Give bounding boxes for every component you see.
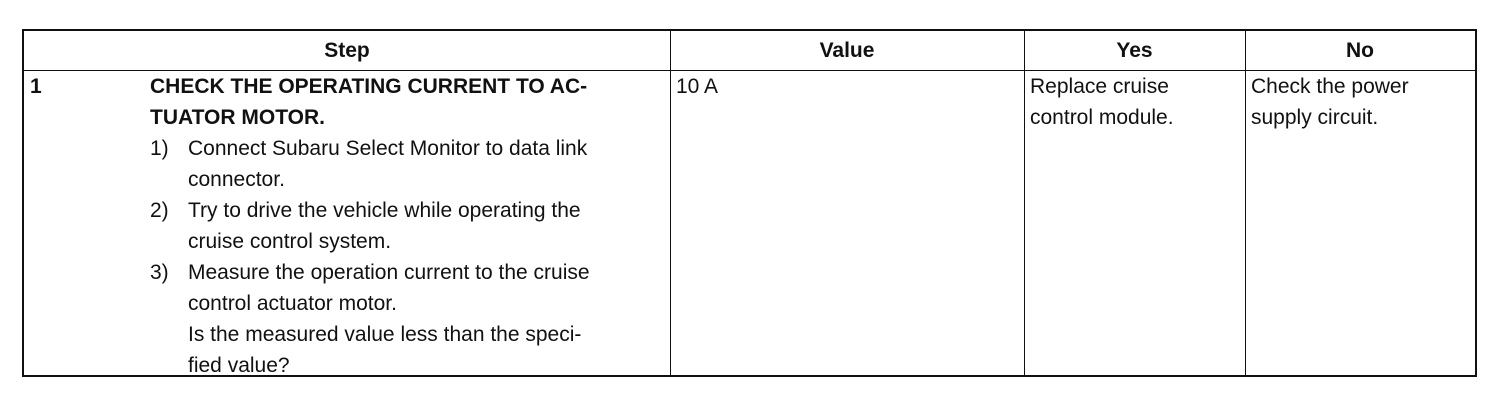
instruction-item: 2) Try to drive the vehicle while operat… [150, 195, 670, 257]
instruction-text: cruise control system. [188, 230, 392, 253]
header-divider [24, 70, 1475, 71]
column-divider [670, 31, 671, 375]
instruction-item: 1) Connect Subaru Select Monitor to data… [150, 133, 670, 195]
column-divider [1245, 31, 1246, 375]
instruction-list: 1) Connect Subaru Select Monitor to data… [150, 133, 670, 319]
step-title-line: TUATOR MOTOR. [150, 106, 325, 129]
step-title: CHECK THE OPERATING CURRENT TO AC- TUATO… [150, 71, 670, 133]
yes-line: control module. [1030, 106, 1174, 129]
step-question: Is the measured value less than the spec… [188, 319, 678, 381]
diagnostic-table: Step Value Yes No 1 CHECK THE OPERATING … [22, 29, 1477, 377]
question-line: fied value? [188, 354, 290, 377]
instruction-text: Connect Subaru Select Monitor to data li… [188, 137, 588, 160]
no-cell: Check the power supply circuit. [1251, 71, 1471, 133]
value-cell: 10 A [676, 75, 719, 98]
instruction-number: 2) [150, 199, 169, 222]
instruction-text: control actuator motor. [188, 292, 397, 315]
instruction-number: 3) [150, 261, 169, 284]
instruction-text: Measure the operation current to the cru… [188, 261, 590, 284]
instruction-number: 1) [150, 137, 169, 160]
no-line: supply circuit. [1251, 106, 1379, 129]
instruction-item: 3) Measure the operation current to the … [150, 257, 670, 319]
header-no: No [1346, 39, 1374, 62]
instruction-text: connector. [188, 168, 285, 191]
header-yes: Yes [1116, 39, 1153, 62]
no-line: Check the power [1251, 75, 1409, 98]
step-number: 1 [30, 75, 42, 98]
question-line: Is the measured value less than the spec… [188, 323, 582, 346]
step-title-line: CHECK THE OPERATING CURRENT TO AC- [150, 75, 588, 98]
instruction-text: Try to drive the vehicle while operating… [188, 199, 581, 222]
header-value: Value [819, 39, 875, 62]
yes-line: Replace cruise [1030, 75, 1169, 98]
header-step: Step [324, 39, 370, 62]
yes-cell: Replace cruise control module. [1030, 71, 1240, 133]
column-divider [1024, 31, 1025, 375]
